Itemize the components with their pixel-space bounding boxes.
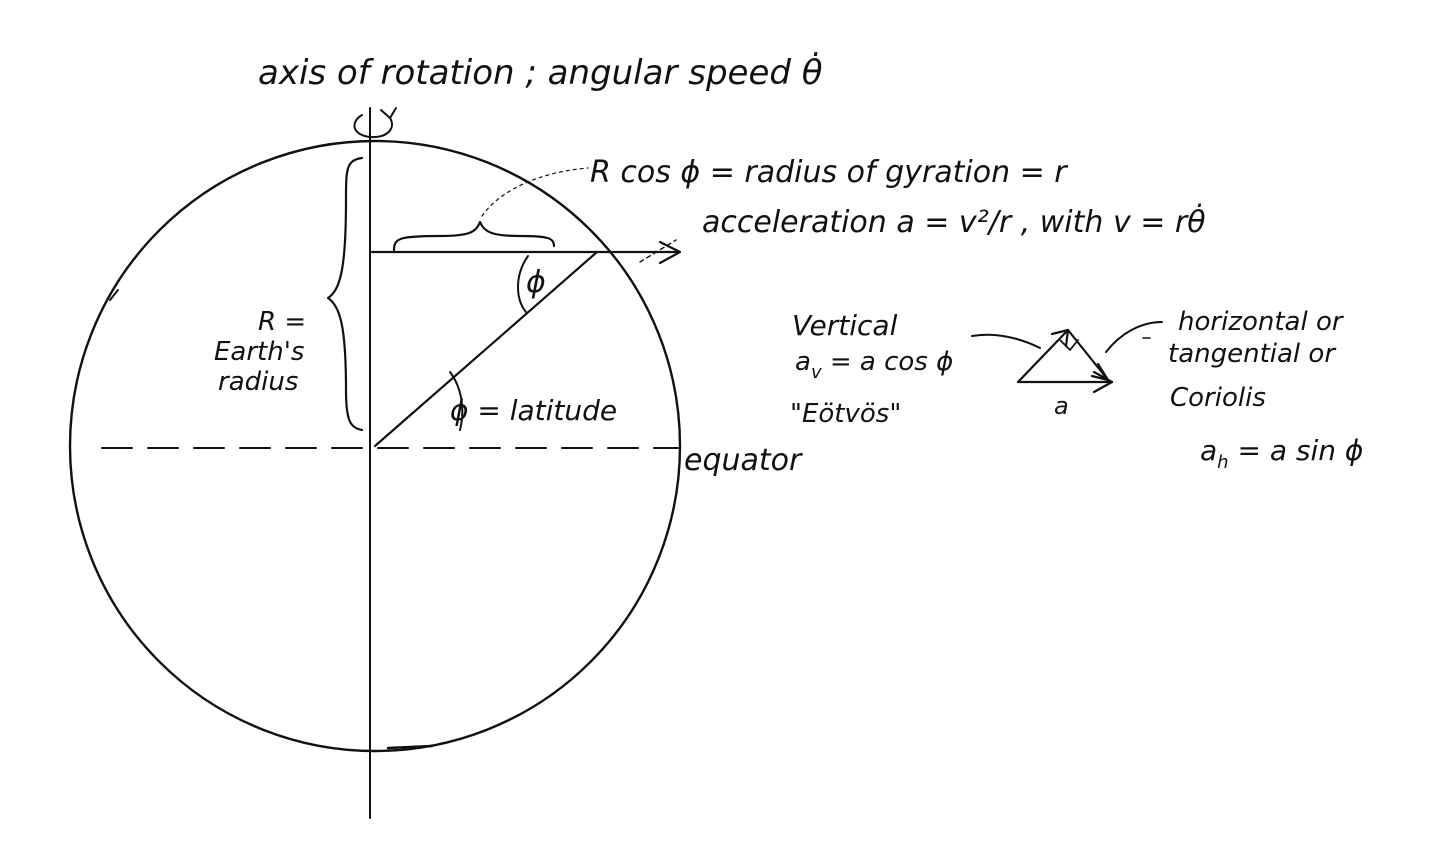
vector-horizontal-line (1066, 328, 1110, 382)
vector-horizontal-arrowhead (1090, 362, 1110, 382)
equator-label: equator (684, 443, 803, 478)
vertical-formula: = a cos ϕ (822, 347, 954, 377)
earth-radius-label-3: radius (218, 367, 298, 397)
vertical-subscript: v (811, 362, 822, 383)
gyration-leader (481, 167, 589, 217)
top-angle-arc (517, 255, 529, 313)
vertical-label-2: av = a cos ϕ (795, 347, 953, 383)
vertical-a-symbol: a (795, 347, 811, 377)
vector-vertical-line (1016, 328, 1070, 384)
latitude-angle-arc (449, 371, 464, 431)
acceleration-leader (639, 239, 677, 263)
radius-gyration-label: R cos ϕ = radius of gyration = r (590, 155, 1068, 190)
phi-angle-label: ϕ (526, 265, 546, 300)
vertical-label-3: "Eötvös" (790, 399, 901, 429)
latitude-radius-line (373, 250, 599, 448)
vertical-label-1: Vertical (792, 309, 898, 342)
vertical-label-leader (971, 333, 1041, 349)
horizontal-formula: = a sin ϕ (1229, 434, 1364, 467)
axis-title: axis of rotation ; angular speed θ̇ (258, 52, 823, 93)
vector-a-label: a (1054, 392, 1069, 420)
latitude-label: ϕ = latitude (450, 394, 617, 427)
earth-radius-brace (326, 156, 364, 432)
earth-radius-label-2: Earth's (214, 337, 304, 367)
gyration-brace (392, 220, 556, 252)
circle-mark-bottom (386, 744, 434, 750)
acceleration-label: acceleration a = v²/r , with v = rθ̇ (702, 203, 1206, 240)
right-angle-mark (1059, 339, 1079, 351)
vector-a-arrowhead (1092, 370, 1114, 394)
horizontal-a-symbol: a (1200, 434, 1217, 467)
horizontal-subscript: h (1217, 452, 1228, 473)
horizontal-label-1: horizontal or (1178, 307, 1345, 337)
earth-circle (68, 139, 682, 753)
rotation-arrow-icon (353, 107, 397, 139)
circle-mark-left (109, 289, 119, 301)
horizontal-label-2: tangential or (1168, 339, 1337, 369)
horizontal-label-3: Coriolis (1170, 383, 1266, 413)
horizontal-label-leader (1105, 321, 1163, 353)
horizontal-label-4: ah = a sin ϕ (1200, 434, 1363, 473)
earth-radius-label-1: R = (258, 307, 306, 337)
